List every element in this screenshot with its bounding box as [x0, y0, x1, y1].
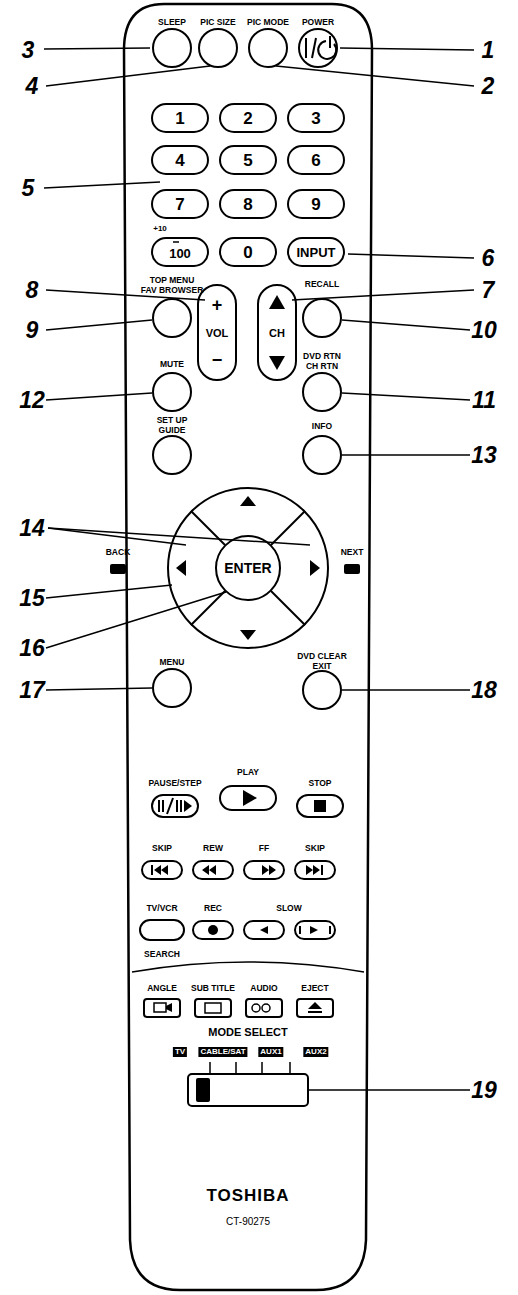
button-label: SLEEP	[158, 18, 186, 27]
button-label: PIC MODE	[247, 18, 289, 27]
button-label: BACK	[106, 548, 131, 557]
callout-number: 8	[26, 279, 39, 302]
key-label: 2	[243, 110, 252, 127]
key-label: 7	[175, 196, 184, 213]
callout-number: 3	[22, 39, 35, 62]
callout-number: 6	[482, 247, 495, 270]
rocker-label: −	[212, 351, 223, 369]
key-label: 8	[243, 196, 252, 213]
button-label: DVD RTN	[303, 352, 341, 361]
button-label: SKIP	[152, 844, 172, 853]
button-label: PAUSE/STEP	[148, 779, 201, 788]
button-label: POWER	[302, 18, 334, 27]
button-label: GUIDE	[159, 426, 186, 435]
callout-number: 11	[472, 389, 496, 412]
mode-tag: TV	[173, 1047, 187, 1057]
callout-number: 14	[19, 517, 45, 540]
key-label: INPUT	[297, 246, 336, 259]
callout-number: 4	[26, 75, 39, 98]
button-label: MUTE	[160, 360, 184, 369]
button-label: INFO	[312, 422, 332, 431]
mode-tag: CABLE/SAT	[198, 1047, 247, 1057]
key-label: +10	[153, 225, 167, 233]
key-label: 6	[311, 152, 320, 169]
button-label: PIC SIZE	[200, 18, 235, 27]
button-label: EJECT	[301, 984, 328, 993]
callout-number: 17	[19, 679, 45, 702]
button-label: TOP MENU	[150, 276, 195, 285]
callout-number: 2	[482, 75, 495, 98]
key-label: 9	[311, 196, 320, 213]
button-label: REW	[203, 844, 223, 853]
model-number: CT-90275	[226, 1217, 270, 1227]
key-label: 4	[175, 152, 184, 169]
button-label: TV/VCR	[146, 904, 177, 913]
button-label: FAV BROWSER	[141, 286, 204, 295]
callout-number: 18	[471, 679, 497, 702]
rocker-label: +	[212, 296, 223, 314]
button-label: EXIT	[313, 662, 332, 671]
callout-number: 16	[19, 637, 45, 660]
key-label: ENTER	[224, 561, 271, 575]
button-label: SUB TITLE	[191, 984, 235, 993]
button-label: DVD CLEAR	[297, 652, 347, 661]
rocker-label: VOL	[206, 328, 229, 339]
key-label: 3	[311, 110, 320, 127]
rocker-label: CH	[269, 328, 285, 339]
callout-number: 13	[471, 444, 497, 467]
button-label: RECALL	[305, 280, 339, 289]
button-label: PLAY	[237, 768, 259, 777]
callout-number: 19	[471, 1079, 497, 1102]
button-label: AUDIO	[250, 984, 277, 993]
callout-number: 9	[26, 319, 39, 342]
callout-number: 10	[471, 319, 497, 342]
key-label: 100	[169, 247, 191, 260]
key-label: 5	[243, 152, 252, 169]
button-label: ANGLE	[147, 984, 177, 993]
mode-tag: AUX1	[258, 1047, 283, 1057]
key-label: 0	[243, 244, 252, 261]
button-label: FF	[259, 844, 269, 853]
section-label: MODE SELECT	[208, 1027, 287, 1038]
callout-number: 7	[482, 279, 495, 302]
button-label: REC	[204, 904, 222, 913]
callout-number: 5	[22, 177, 35, 200]
callout-number: 15	[19, 587, 45, 610]
key-label: 1	[175, 110, 184, 127]
button-label: SEARCH	[144, 950, 180, 959]
button-label: SET UP	[157, 416, 188, 425]
button-label: MENU	[159, 658, 184, 667]
button-label: NEXT	[341, 548, 364, 557]
button-label: STOP	[309, 779, 332, 788]
button-label: SKIP	[305, 844, 325, 853]
button-label: CH RTN	[306, 362, 338, 371]
callout-number: 1	[482, 39, 495, 62]
mode-tag: AUX2	[303, 1047, 328, 1057]
brand-text: TOSHIBA	[206, 1187, 289, 1204]
callout-number: 12	[19, 389, 45, 412]
button-label: SLOW	[276, 904, 302, 913]
